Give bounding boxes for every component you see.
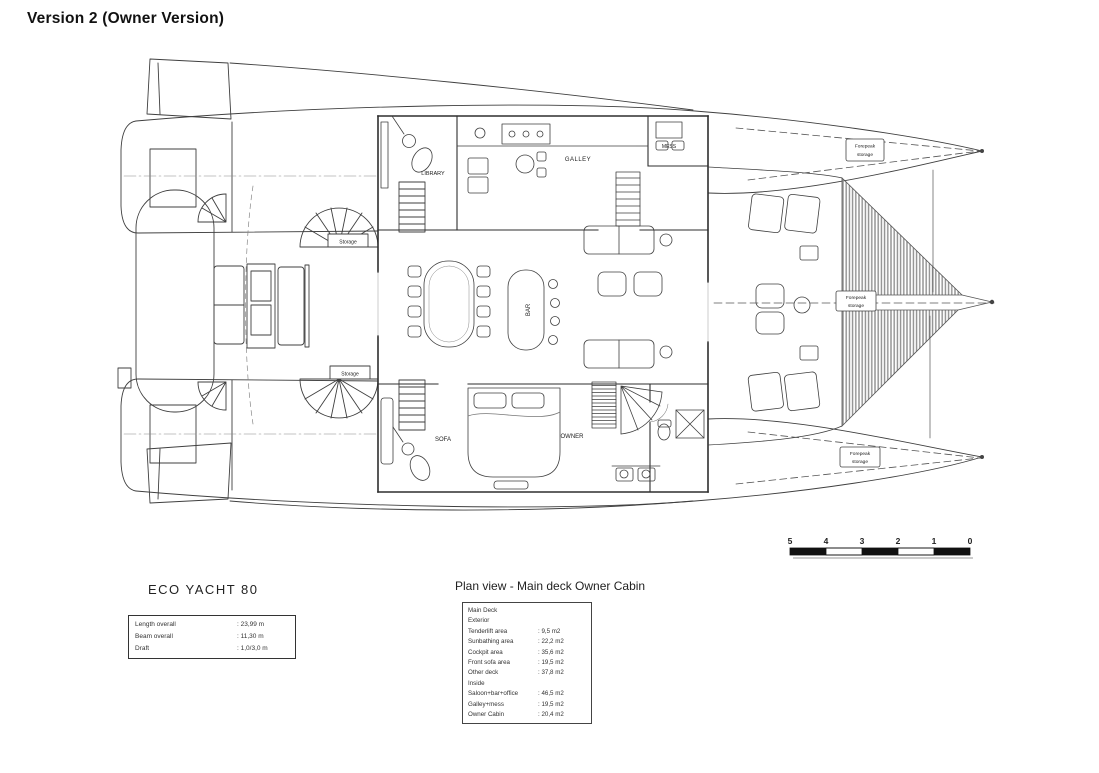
interior-furniture — [380, 115, 705, 490]
area-value: : 19,5 m2 — [538, 658, 564, 666]
sofa-label: SOFA — [435, 437, 451, 443]
owner-label: OWNER — [561, 434, 585, 440]
spec-table: Length overall : 23,99 m Beam overall : … — [128, 615, 296, 659]
area-row: Sunbathing area : 22,2 m2 — [468, 637, 591, 647]
svg-text:storage: storage — [857, 152, 873, 158]
forepeak-storage-label-mid: Forepeak storage — [846, 295, 867, 309]
area-row: Cockpit area : 35,6 m2 — [468, 648, 591, 658]
area-label: Owner Cabin — [468, 710, 505, 718]
scale-tick-0: 0 — [968, 536, 973, 546]
spec-value: : 1,0/3,0 m — [237, 645, 268, 652]
yacht-name: ECO YACHT 80 — [148, 582, 259, 597]
storage-aft-label: Storage — [339, 240, 357, 246]
area-label: Inside — [468, 679, 485, 687]
area-label: Galley+mess — [468, 700, 504, 708]
scale-bar: 5 4 3 2 1 0 — [788, 536, 973, 559]
spec-label: Draft — [135, 645, 150, 652]
area-label: Tenderlift area — [468, 627, 508, 635]
scale-tick-2: 2 — [896, 536, 901, 546]
area-value: : 46,5 m2 — [538, 690, 564, 698]
aft-deck — [117, 181, 426, 431]
area-row: Main Deck — [468, 606, 591, 616]
scale-tick-5: 5 — [788, 536, 793, 546]
spec-label: Length overall — [135, 621, 176, 628]
galley-label: GALLEY — [565, 157, 591, 163]
scale-tick-3: 3 — [860, 536, 865, 546]
svg-text:Forepeak: Forepeak — [855, 144, 876, 150]
deckhouse-walls — [377, 115, 709, 493]
area-label: Saloon+bar+office — [468, 690, 519, 698]
bar-label: BAR — [526, 303, 532, 316]
area-row: Exterior — [468, 616, 591, 626]
page-title: Version 2 (Owner Version) — [27, 10, 225, 27]
drawing-labels: LIBRARY GALLEY MESS BAR SOFA OWNER Stora… — [339, 144, 875, 466]
area-value: : 20,4 m2 — [538, 710, 564, 718]
area-row: Galley+mess : 19,5 m2 — [468, 700, 591, 710]
spec-label: Beam overall — [135, 633, 173, 640]
area-row: Front sofa area : 19,5 m2 — [468, 658, 591, 668]
fore-cockpit — [707, 166, 843, 446]
plan-caption: Plan view - Main deck Owner Cabin — [455, 579, 646, 593]
storage-fwd-label: Storage — [341, 372, 359, 378]
spec-value: : 23,99 m — [237, 621, 265, 628]
area-label: Sunbathing area — [468, 638, 514, 646]
scale-tick-1: 1 — [932, 536, 937, 546]
scale-tick-4: 4 — [824, 536, 829, 546]
area-label: Exterior — [468, 617, 490, 625]
area-row: Inside — [468, 679, 591, 689]
svg-text:storage: storage — [852, 459, 868, 465]
area-table: Main Deck Exterior Tenderlift area : 9,5… — [462, 602, 592, 725]
area-label: Other deck — [468, 669, 499, 677]
spec-row: Draft : 1,0/3,0 m — [135, 643, 295, 655]
library-label: LIBRARY — [421, 171, 445, 177]
area-row: Owner Cabin : 20,4 m2 — [468, 710, 591, 720]
area-value: : 19,5 m2 — [538, 700, 564, 708]
svg-text:Forepeak: Forepeak — [846, 295, 867, 301]
spec-row: Beam overall : 11,30 m — [135, 631, 295, 643]
area-row: Other deck : 37,8 m2 — [468, 668, 591, 678]
forepeak-storage-label-bottom: Forepeak storage — [850, 451, 871, 465]
forepeak-storage-label-top: Forepeak storage — [855, 144, 876, 159]
spec-row: Length overall : 23,99 m — [135, 619, 295, 631]
area-label: Front sofa area — [468, 658, 510, 666]
area-label: Main Deck — [468, 607, 498, 614]
svg-text:storage: storage — [848, 303, 864, 309]
area-value: : 37,8 m2 — [538, 669, 564, 677]
spec-value: : 11,30 m — [237, 633, 264, 640]
area-row: Saloon+bar+office : 46,5 m2 — [468, 689, 591, 699]
area-value: : 22,2 m2 — [538, 638, 564, 646]
area-value: : 9,5 m2 — [538, 627, 561, 635]
svg-text:Forepeak: Forepeak — [850, 451, 871, 457]
area-label: Cockpit area — [468, 648, 503, 656]
bow-trampolines — [713, 127, 995, 485]
area-row: Tenderlift area : 9,5 m2 — [468, 627, 591, 637]
mess-label: MESS — [662, 144, 677, 150]
area-value: : 35,6 m2 — [538, 648, 564, 656]
